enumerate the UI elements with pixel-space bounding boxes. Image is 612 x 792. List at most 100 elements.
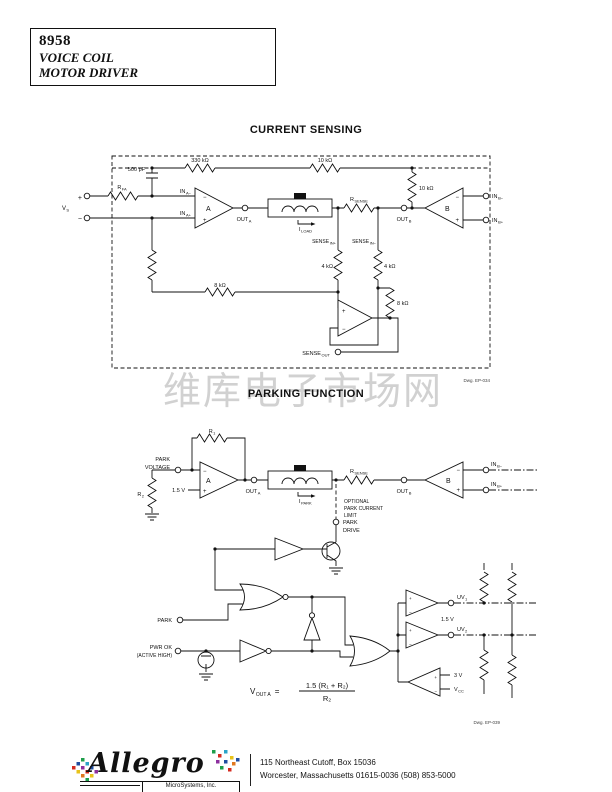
label-sense-in-minus: SENSEIN− <box>352 239 377 245</box>
terminal-park-drive <box>332 518 340 526</box>
product-title-line2: MOTOR DRIVER <box>39 65 139 80</box>
resistor-4k-right <box>373 249 383 281</box>
nor-gate <box>239 583 284 611</box>
ground-pwrok-transistor <box>198 673 214 681</box>
vcc-comp-plus-sign: + <box>434 675 437 680</box>
label-4k-right: 4 kΩ <box>384 264 395 270</box>
drawing-number-2: Dwg. EP-039 <box>473 720 500 725</box>
label-in-b-plus: INB+ <box>492 218 504 225</box>
opamp-b-letter: B <box>446 478 451 485</box>
formula-lhs: VOUT A= <box>250 687 280 698</box>
load-symbol <box>267 193 333 226</box>
label-1v5-comp-ref: 1.5 V <box>441 617 454 623</box>
label-park-drive-1: PARK <box>343 520 358 526</box>
label-10k-top: 10 kΩ <box>318 158 333 164</box>
label-out-b: OUTB <box>397 489 412 496</box>
logo-subtitle: MicroSystems, Inc. <box>142 781 240 792</box>
label-optional-3: LIMIT <box>344 513 357 519</box>
label-park: PARK <box>157 618 172 624</box>
parking-function-schematic: R1 PARK VOLTAGE R2 1.5 V − + A OUTA IPAR… <box>137 429 538 725</box>
nor-gate-bubble <box>282 593 289 601</box>
label-8k-feedback: 8 kΩ <box>397 301 408 307</box>
part-number: 8958 <box>39 33 71 49</box>
resistor-4k-left <box>333 249 343 281</box>
vs-plus-sign: + <box>78 195 82 202</box>
ground-r2 <box>144 513 160 521</box>
footer-address-line1: 115 Northeast Cutoff, Box 15036 <box>260 758 376 767</box>
terminals <box>83 192 490 356</box>
uv2-comp-plus-sign: + <box>409 628 412 633</box>
opamp-b-minus-sign: − <box>456 468 460 474</box>
opamp-b <box>424 187 464 229</box>
park-current-arrow <box>297 492 311 497</box>
header-box: 8958 VOICE COIL MOTOR DRIVER <box>30 28 276 86</box>
label-r1: R1 <box>209 429 216 436</box>
label-optional-2: PARK CURRENT <box>344 506 383 512</box>
label-rsense: RSENSE <box>350 197 368 204</box>
resistor-divider-1 <box>479 571 489 603</box>
pwrok-inverter-bubble <box>265 647 272 655</box>
resistor-8k-input <box>204 287 236 297</box>
terminal-out-a <box>241 204 249 212</box>
allegro-logo: Allegro MicroSystems, Inc. <box>72 748 244 792</box>
label-park-voltage-2: VOLTAGE <box>145 465 170 471</box>
opamp-a-letter: A <box>206 206 211 213</box>
label-pwr-ok-2: (ACTIVE HIGH) <box>137 653 173 659</box>
opamp-a-letter: A <box>206 478 211 485</box>
label-uv1: UV1 <box>457 595 468 602</box>
label-uv2: UV2 <box>457 627 468 634</box>
junction-dots <box>190 468 514 653</box>
label-in-b-minus: INB− <box>492 194 504 201</box>
resistor-divider-2 <box>507 571 517 603</box>
label-park-drive-2: DRIVE <box>343 528 360 534</box>
label-rfa: RFA <box>117 185 127 192</box>
label-in-a-plus: INA+ <box>180 211 192 218</box>
vcc-comp-minus-sign: − <box>434 689 437 694</box>
watermark: 维库电子市场网 <box>163 369 444 413</box>
terminal-uv2 <box>447 631 455 639</box>
or-gate <box>349 635 391 667</box>
label-330k: 330 kΩ <box>191 158 209 164</box>
label-4k-left: 4 kΩ <box>322 264 333 270</box>
components <box>197 461 464 697</box>
opamp-a-plus-sign: + <box>203 489 207 495</box>
terminal-vs-minus <box>83 214 91 222</box>
resistor-8k-feedback <box>385 287 395 319</box>
sense-amp-plus-sign: + <box>342 309 346 315</box>
ic-boundary-box <box>111 155 491 369</box>
vcc-comparator <box>406 667 441 697</box>
terminal-park-voltage <box>174 466 182 474</box>
label-vs: VS <box>62 206 69 213</box>
resistor-r2 <box>147 477 157 509</box>
junction-dots <box>150 166 414 320</box>
opamp-b-letter: B <box>445 206 450 213</box>
section-title-parking-function: PARKING FUNCTION <box>247 388 365 400</box>
resistor-rfb <box>147 249 157 281</box>
label-in-b-plus: INB+ <box>491 482 503 489</box>
label-cap-500pf: 500 pF <box>128 167 146 173</box>
label-i-load: ILOAD <box>299 227 312 234</box>
ground-drive-transistor <box>328 567 344 575</box>
load-symbol <box>267 465 333 498</box>
wires <box>90 167 489 353</box>
label-i-park: IPARK <box>299 499 312 506</box>
opamp-a <box>199 461 240 499</box>
terminal-pwr-ok <box>174 647 182 655</box>
logo-rule-bottom <box>80 784 140 786</box>
label-rsense: RSENSE <box>350 469 368 476</box>
opamp-b <box>423 461 464 499</box>
terminal-vs-plus <box>83 192 91 200</box>
vs-minus-sign: − <box>78 216 82 223</box>
resistor-r1 <box>196 433 228 443</box>
label-8k-input: 8 kΩ <box>214 283 225 289</box>
opamp-a-minus-sign: − <box>203 195 207 201</box>
terminal-out-b <box>400 204 408 212</box>
label-vcc: VCC <box>454 687 464 694</box>
load-current-arrow <box>297 220 311 225</box>
opamps <box>194 187 464 337</box>
footer-address-line2: Worcester, Massachusetts 01615-0036 (508… <box>260 771 456 780</box>
opamp-a <box>194 187 234 229</box>
terminals <box>174 466 490 655</box>
opamp-a-plus-sign: + <box>203 218 207 224</box>
sense-amp <box>337 299 373 337</box>
